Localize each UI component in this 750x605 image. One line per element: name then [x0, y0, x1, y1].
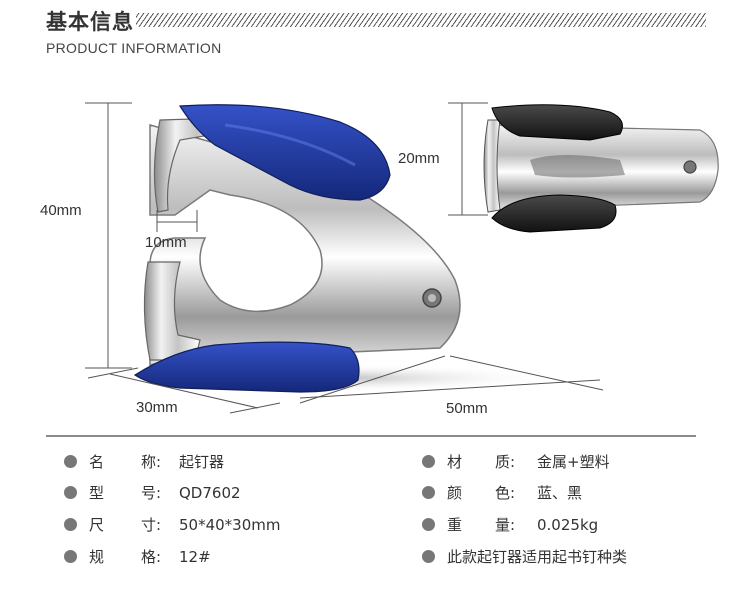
- spec-color: 颜色:蓝、黑: [422, 482, 582, 503]
- spec-material: 材质:金属+塑料: [422, 451, 610, 472]
- lower-black-grip: [491, 194, 617, 233]
- section-divider: [46, 435, 696, 437]
- section-title: 基本信息: [46, 10, 134, 34]
- dimension-width-label: 30mm: [136, 399, 178, 416]
- spec-note: 此款起钉器适用起书钉种类: [422, 546, 627, 567]
- spec-name: 名称:起钉器: [64, 451, 224, 472]
- spec-model: 型号:QD7602: [64, 482, 241, 503]
- dimension-small-height-label: 20mm: [398, 150, 440, 167]
- bullet-icon: [422, 455, 435, 468]
- remover-body: [149, 124, 461, 366]
- bullet-icon: [64, 486, 77, 499]
- large-remover: [133, 104, 461, 393]
- bullet-icon: [422, 518, 435, 531]
- lower-blue-grip: [133, 341, 360, 393]
- bullet-icon: [64, 518, 77, 531]
- bullet-icon: [422, 550, 435, 563]
- dimension-length-label: 50mm: [446, 400, 488, 417]
- bullet-icon: [64, 455, 77, 468]
- dimension-lines: [85, 102, 604, 414]
- spec-size: 尺寸:50*40*30mm: [64, 514, 280, 535]
- product-illustration: [85, 102, 719, 414]
- section-subtitle: PRODUCT INFORMATION: [46, 40, 222, 56]
- header-hatch-decoration: [136, 13, 706, 27]
- upper-blue-grip: [178, 104, 391, 201]
- dimension-jaw-label: 10mm: [145, 234, 187, 251]
- bullet-icon: [64, 550, 77, 563]
- upper-jaw: [153, 117, 227, 213]
- spec-grade: 规格:12#: [64, 546, 211, 567]
- small-rivet: [683, 160, 697, 174]
- bullet-icon: [422, 486, 435, 499]
- spec-weight: 重量:0.025kg: [422, 514, 598, 535]
- dimension-height-label: 40mm: [40, 202, 82, 219]
- small-remover: [483, 104, 719, 233]
- upper-black-grip: [491, 104, 623, 141]
